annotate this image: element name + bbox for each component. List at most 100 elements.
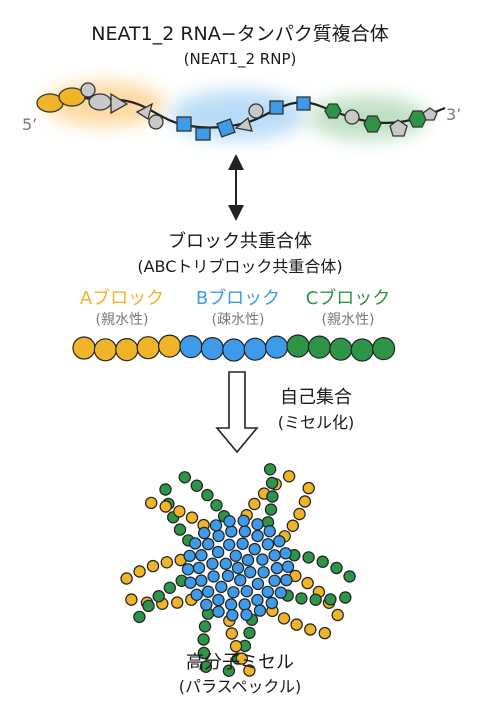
micelle-core-bead bbox=[215, 580, 228, 594]
micelle-corona-bead-c bbox=[324, 593, 337, 606]
protein-gray-pentagon bbox=[389, 119, 408, 137]
protein-blue-square bbox=[176, 116, 192, 132]
self-assembly-label: 自己集合 bbox=[280, 387, 352, 408]
micelle-core-bead bbox=[226, 609, 239, 622]
protein-blue-square bbox=[269, 100, 284, 115]
micelle-core-bead bbox=[195, 549, 208, 562]
micelle-corona-bead-c bbox=[163, 581, 176, 595]
micelle-corona-bead-c bbox=[197, 633, 210, 646]
micelle-core-bead bbox=[195, 574, 208, 587]
self-assembly-sublabel: (ミセル化) bbox=[278, 413, 355, 432]
micelle-core-bead bbox=[212, 529, 225, 543]
micelle-core-bead bbox=[238, 525, 252, 538]
rnp-subtitle: (NEAT1_2 RNP) bbox=[184, 50, 297, 69]
micelle-core-bead bbox=[281, 560, 295, 573]
micelle-core-bead bbox=[221, 569, 235, 583]
micelle-core-bead bbox=[181, 563, 195, 576]
micelle-corona-bead-a bbox=[298, 495, 312, 508]
rnp-title: NEAT1_2 RNA−タンパク質複合体 bbox=[91, 23, 388, 45]
micelle-core-bead bbox=[227, 586, 240, 599]
polymer-micelle bbox=[120, 463, 356, 677]
rnp-region-b bbox=[170, 90, 306, 140]
micelle-core-bead bbox=[263, 525, 276, 538]
micelle-core-bead bbox=[240, 585, 253, 598]
protein-gray-circle bbox=[148, 114, 164, 130]
rna-3-prime-label: 3’ bbox=[446, 105, 461, 124]
micelle-corona-bead-a bbox=[293, 507, 306, 521]
micelle-core-bead bbox=[251, 529, 264, 543]
block-b-property: (疎水性) bbox=[212, 312, 265, 328]
micelle-corona-bead-a bbox=[225, 627, 238, 640]
block-c-property: (親水性) bbox=[322, 312, 375, 328]
micelle-corona-bead-a bbox=[302, 481, 315, 495]
block-c-bead bbox=[329, 337, 353, 361]
block-b-name: Bブロック bbox=[196, 287, 280, 309]
micelle-corona-bead-c bbox=[263, 463, 277, 476]
micelle-core-bead bbox=[279, 547, 292, 560]
micelle-corona-bead-c bbox=[295, 592, 308, 605]
micelle-corona-bead-a bbox=[120, 572, 133, 585]
micelle-core-bead bbox=[268, 574, 281, 588]
block-b-bead bbox=[265, 335, 289, 359]
block-c-bead bbox=[350, 338, 374, 362]
micelle-corona-bead-a bbox=[248, 497, 261, 511]
micelle-corona-bead-a bbox=[277, 612, 291, 625]
block-a-property: (親水性) bbox=[96, 312, 149, 328]
micelle-core-bead bbox=[190, 588, 203, 602]
protein-green-hexagon bbox=[363, 115, 382, 133]
micelle-corona-bead-a bbox=[229, 640, 243, 653]
protein-gray-triangle bbox=[135, 102, 154, 121]
micelle-core-bead bbox=[197, 526, 211, 540]
micelle-corona-bead-a bbox=[331, 608, 344, 622]
micelle-core-bead bbox=[222, 538, 236, 552]
micelle-core-bead bbox=[212, 605, 225, 618]
micelle-corona-bead-c bbox=[201, 488, 214, 502]
protein-green-hexagon bbox=[324, 103, 342, 119]
micelle-corona-bead-a bbox=[282, 470, 296, 483]
micelle-core-bead bbox=[240, 608, 253, 622]
micelle-core-bead bbox=[237, 514, 250, 528]
micelle-core-bead bbox=[212, 593, 225, 607]
block-c-bead bbox=[372, 337, 396, 361]
block-c-name: Cブロック bbox=[306, 287, 391, 309]
micelle-core-bead bbox=[207, 570, 220, 583]
protein-blue-square bbox=[216, 118, 236, 138]
micelle-corona-bead-a bbox=[286, 519, 299, 532]
block-a-bead bbox=[136, 336, 160, 360]
micelle-core-bead bbox=[273, 535, 286, 548]
micelle-corona-bead-c bbox=[199, 660, 213, 673]
micelle-corona-bead-c bbox=[330, 561, 343, 575]
block-a-bead bbox=[158, 334, 182, 358]
micelle-core-bead bbox=[184, 576, 197, 589]
micelle-corona-bead-c bbox=[210, 499, 223, 512]
micelle-core-bead bbox=[238, 598, 251, 611]
protein-blue-square bbox=[195, 127, 211, 141]
micelle-core-bead bbox=[201, 537, 215, 551]
micelle-corona-bead-c bbox=[133, 610, 146, 624]
micelle-title: 高分子ミセル bbox=[186, 652, 294, 673]
micelle-corona-bead-c bbox=[222, 664, 236, 677]
protein-gray-circle bbox=[344, 109, 360, 125]
micelle-corona-bead-c bbox=[343, 570, 356, 583]
micelle-core-bead bbox=[280, 573, 293, 587]
micelle-core-bead bbox=[206, 557, 219, 570]
micelle-corona-bead-a bbox=[133, 565, 146, 578]
micelle-corona-bead-c bbox=[173, 523, 187, 536]
micelle-core-bead bbox=[268, 549, 281, 562]
micelle-core-bead bbox=[188, 537, 202, 550]
self-assembly-arrow bbox=[215, 371, 259, 454]
protein-gray-circle bbox=[80, 82, 96, 98]
micelle-core-bead bbox=[233, 574, 247, 587]
micelle-core-bead bbox=[229, 549, 242, 563]
micelle-core-bead bbox=[201, 585, 215, 598]
micelle-core-bead bbox=[270, 561, 284, 575]
micelle-corona-bead-a bbox=[243, 664, 256, 677]
micelle-corona-bead-c bbox=[264, 503, 278, 516]
block-a-bead bbox=[72, 336, 96, 360]
micelle-corona-bead-a bbox=[290, 618, 303, 631]
micelle-core-bead bbox=[241, 553, 255, 567]
protein-gray-triangle bbox=[110, 92, 129, 115]
micelle-core-bead bbox=[265, 596, 278, 610]
micelle-core-bead bbox=[251, 593, 264, 607]
protein-green-hexagon bbox=[408, 110, 427, 128]
